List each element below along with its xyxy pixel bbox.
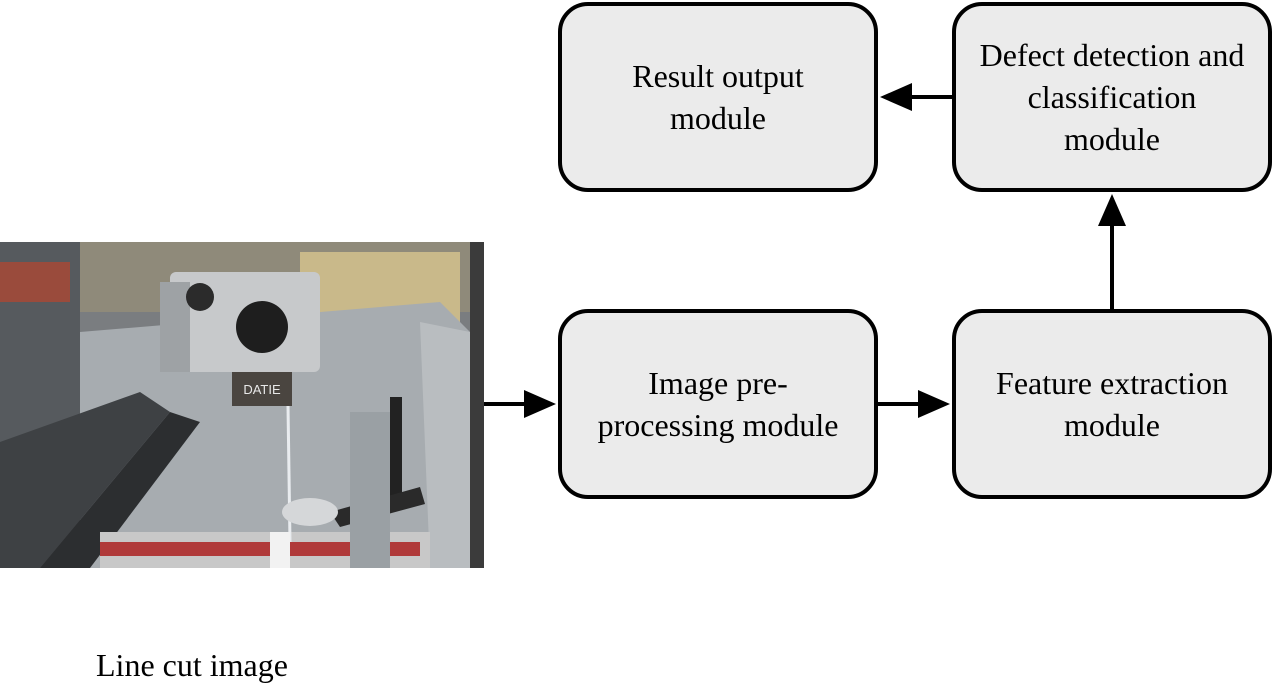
brand-label: DATIE bbox=[243, 382, 281, 397]
arrow-photo-to-preprocessing bbox=[484, 390, 556, 418]
defect-detection-module: Defect detection and classification modu… bbox=[952, 2, 1272, 192]
machine-illustration: DATIE bbox=[0, 242, 484, 568]
arrow-feature-to-defect bbox=[1098, 194, 1126, 309]
feature-extraction-module: Feature extraction module bbox=[952, 309, 1272, 499]
arrow-defect-to-result bbox=[880, 83, 952, 111]
image-preprocessing-module-label: Image pre- processing module bbox=[597, 365, 839, 443]
photo-caption: Line cut image bbox=[96, 647, 288, 683]
line-cut-photo: DATIE bbox=[0, 242, 484, 568]
feature-extraction-module-label: Feature extraction module bbox=[996, 365, 1228, 443]
defect-detection-module-label: Defect detection and classification modu… bbox=[979, 37, 1245, 157]
result-output-module: Result output module bbox=[558, 2, 878, 192]
arrow-preprocessing-to-feature bbox=[878, 390, 950, 418]
result-output-module-label: Result output module bbox=[632, 58, 804, 136]
image-preprocessing-module: Image pre- processing module bbox=[558, 309, 878, 499]
